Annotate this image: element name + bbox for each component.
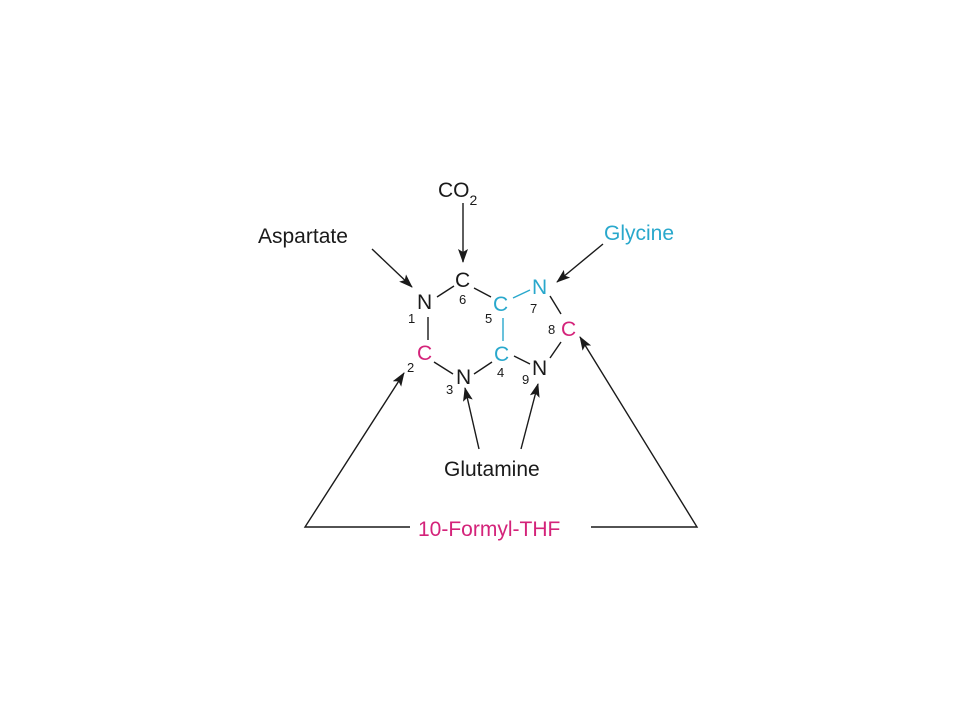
position-7: 7 — [530, 301, 537, 316]
arrow-formyl-c8 — [579, 336, 699, 528]
position-4: 4 — [497, 365, 504, 380]
position-5: 5 — [485, 311, 492, 326]
arrow-aspartate — [371, 248, 413, 288]
position-8: 8 — [548, 322, 555, 337]
bond-c5-n7 — [512, 289, 531, 299]
arrow-glycine — [556, 243, 604, 283]
position-3: 3 — [446, 382, 453, 397]
arrow-glutamine-n9 — [520, 383, 540, 450]
formyl-thf-label: 10-Formyl-THF — [418, 518, 560, 541]
glutamine-label: Glutamine — [444, 458, 540, 481]
bond-c4-n9 — [513, 355, 531, 365]
position-1: 1 — [408, 311, 415, 326]
position-9: 9 — [522, 372, 529, 387]
atom-c4: C — [494, 343, 509, 366]
bond-n1-c6 — [436, 285, 455, 298]
arrow-glutamine-n3 — [463, 387, 480, 450]
co2-label: CO2 — [438, 179, 478, 208]
atom-n3: N — [456, 366, 471, 389]
bond-c8-n9 — [549, 341, 562, 359]
aspartate-label: Aspartate — [258, 225, 348, 248]
bond-c2-n3 — [433, 361, 454, 375]
arrow-formyl-c2 — [303, 372, 410, 528]
atom-n7: N — [532, 276, 547, 299]
atom-c2: C — [417, 342, 432, 365]
atom-n9: N — [532, 357, 547, 380]
bond-c6-c5 — [473, 287, 492, 298]
atom-c8: C — [561, 318, 576, 341]
position-6: 6 — [459, 292, 466, 307]
atom-n1: N — [417, 291, 432, 314]
glycine-label: Glycine — [604, 222, 674, 245]
position-2: 2 — [407, 360, 414, 375]
bond-n3-c4 — [473, 361, 493, 375]
atom-c6: C — [455, 269, 470, 292]
bond-n7-c8 — [549, 295, 562, 315]
atom-c5: C — [493, 293, 508, 316]
